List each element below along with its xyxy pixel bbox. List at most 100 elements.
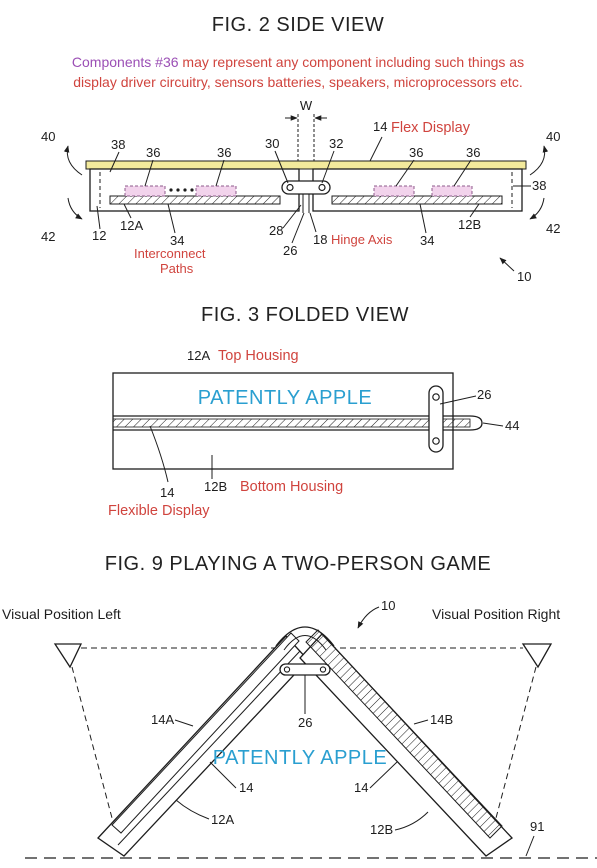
leader-26-fig3 xyxy=(439,395,477,405)
apex-fold-outer xyxy=(275,626,335,647)
leader-14-fig3 xyxy=(149,425,169,483)
label-12b: 12B xyxy=(458,217,481,232)
top-housing-label: Top Housing xyxy=(218,348,299,364)
hinge-axis-label: Hinge Axis xyxy=(331,232,393,247)
label-44: 44 xyxy=(505,418,519,433)
leader-14-left-fig9 xyxy=(209,761,237,789)
label-36-a: 36 xyxy=(146,145,160,160)
label-14-fig2: 14 xyxy=(373,119,387,134)
leader-36-a xyxy=(144,159,154,187)
label-14a: 14A xyxy=(151,712,174,727)
fig3-hinge-link xyxy=(428,385,444,453)
housing-left xyxy=(89,168,300,212)
label-36-c: 36 xyxy=(409,145,423,160)
leader-12a xyxy=(123,203,132,219)
leader-12b xyxy=(469,203,480,218)
rotation-arrow-42-left xyxy=(67,197,83,220)
visual-position-right-label: Visual Position Right xyxy=(432,606,560,622)
fig3-hinge-pin-bottom xyxy=(432,437,440,445)
leader-34-left xyxy=(167,203,176,234)
label-12a-fig3: 12A xyxy=(187,348,210,363)
label-36-b: 36 xyxy=(217,145,231,160)
w-label: W xyxy=(300,98,313,113)
fig9-two-person-game: FIG. 9 PLAYING A TWO-PERSON GAME Visual … xyxy=(2,553,597,859)
label-32: 32 xyxy=(329,136,343,151)
hinge-pin-right xyxy=(318,183,326,192)
label-14-fig3: 14 xyxy=(160,485,174,500)
label-30: 30 xyxy=(265,136,279,151)
interconnect-path-right xyxy=(331,195,503,205)
leader-10-fig9 xyxy=(357,606,380,629)
leader-44 xyxy=(482,422,504,427)
interconnect-path-left xyxy=(109,195,281,205)
component-36-c xyxy=(373,185,415,197)
fig9-hinge-pin-right xyxy=(319,666,327,673)
fig2-note-rest: may represent any component including su… xyxy=(179,54,525,70)
label-42-right: 42 xyxy=(546,221,560,236)
rotation-arrow-40-right xyxy=(529,145,549,176)
leader-14b xyxy=(413,719,429,725)
leader-12b-fig9 xyxy=(394,811,429,831)
fig3-title: FIG. 3 FOLDED VIEW xyxy=(201,304,409,326)
left-housing-inner-line xyxy=(117,650,301,846)
label-42-left: 42 xyxy=(41,229,55,244)
label-36-d: 36 xyxy=(466,145,480,160)
label-26-fig2: 26 xyxy=(283,243,297,258)
label-26-fig9: 26 xyxy=(298,715,312,730)
sight-line-right-down xyxy=(495,666,537,819)
fig2-title: FIG. 2 SIDE VIEW xyxy=(212,14,384,36)
eye-marker-right xyxy=(521,643,553,669)
label-10-fig2: 10 xyxy=(517,269,531,284)
label-12a-fig9: 12A xyxy=(211,812,234,827)
leader-26-fig2 xyxy=(291,212,305,244)
label-18: 18 xyxy=(313,232,327,247)
leader-36-d xyxy=(453,159,472,187)
label-12: 12 xyxy=(92,228,106,243)
fig2-components-note-line-2: display driver circuitry, sensors batter… xyxy=(73,74,522,90)
fig2-components-note-line-1: Components #36 may represent any compone… xyxy=(72,54,524,70)
leader-14-right-fig9 xyxy=(369,761,398,789)
label-12b-fig9: 12B xyxy=(370,822,393,837)
label-34-right: 34 xyxy=(420,233,434,248)
apex-fold-inner xyxy=(283,635,327,651)
fig3-folded-view: FIG. 3 FOLDED VIEW 12A Top Housing PATEN… xyxy=(108,304,519,519)
eye-marker-left xyxy=(53,643,83,669)
paths-label: Paths xyxy=(160,261,194,276)
folded-display-layer xyxy=(112,418,471,428)
leader-38-left xyxy=(109,151,120,173)
leader-14-fig2 xyxy=(369,136,383,162)
hinge-link xyxy=(281,180,331,195)
folded-display-outer xyxy=(113,415,483,431)
leader-18 xyxy=(309,212,317,233)
flexible-display-label: Flexible Display xyxy=(108,503,210,519)
label-26-fig3: 26 xyxy=(477,387,491,402)
label-14-right-fig9: 14 xyxy=(354,780,368,795)
leader-91 xyxy=(525,835,535,857)
component-36-d xyxy=(431,185,473,197)
rotation-arrow-42-right xyxy=(529,197,545,220)
fig3-brand-watermark: PATENTLY APPLE xyxy=(198,387,372,409)
leader-10-fig2 xyxy=(499,257,515,272)
sight-line-left-down xyxy=(71,666,113,819)
housing-right xyxy=(312,168,523,212)
fig9-hinge-pin-left xyxy=(283,666,291,673)
ellipsis-dots xyxy=(169,188,194,192)
fig9-brand-watermark: PATENTLY APPLE xyxy=(213,747,387,769)
label-40-right: 40 xyxy=(546,129,560,144)
leader-36-c xyxy=(395,159,415,187)
fig2-note-lead: Components #36 xyxy=(72,54,179,70)
label-12a: 12A xyxy=(120,218,143,233)
hinge-pin-left xyxy=(286,183,294,192)
leader-28 xyxy=(282,204,302,229)
bottom-housing-label: Bottom Housing xyxy=(240,479,343,495)
label-14-left-fig9: 14 xyxy=(239,780,253,795)
label-38-right: 38 xyxy=(532,178,546,193)
label-38-left: 38 xyxy=(111,137,125,152)
fig9-title: FIG. 9 PLAYING A TWO-PERSON GAME xyxy=(105,553,491,575)
left-display-band xyxy=(111,632,300,834)
interconnect-label: Interconnect xyxy=(134,246,206,261)
label-14b: 14B xyxy=(430,712,453,727)
label-28: 28 xyxy=(269,223,283,238)
component-36-b xyxy=(195,185,237,197)
